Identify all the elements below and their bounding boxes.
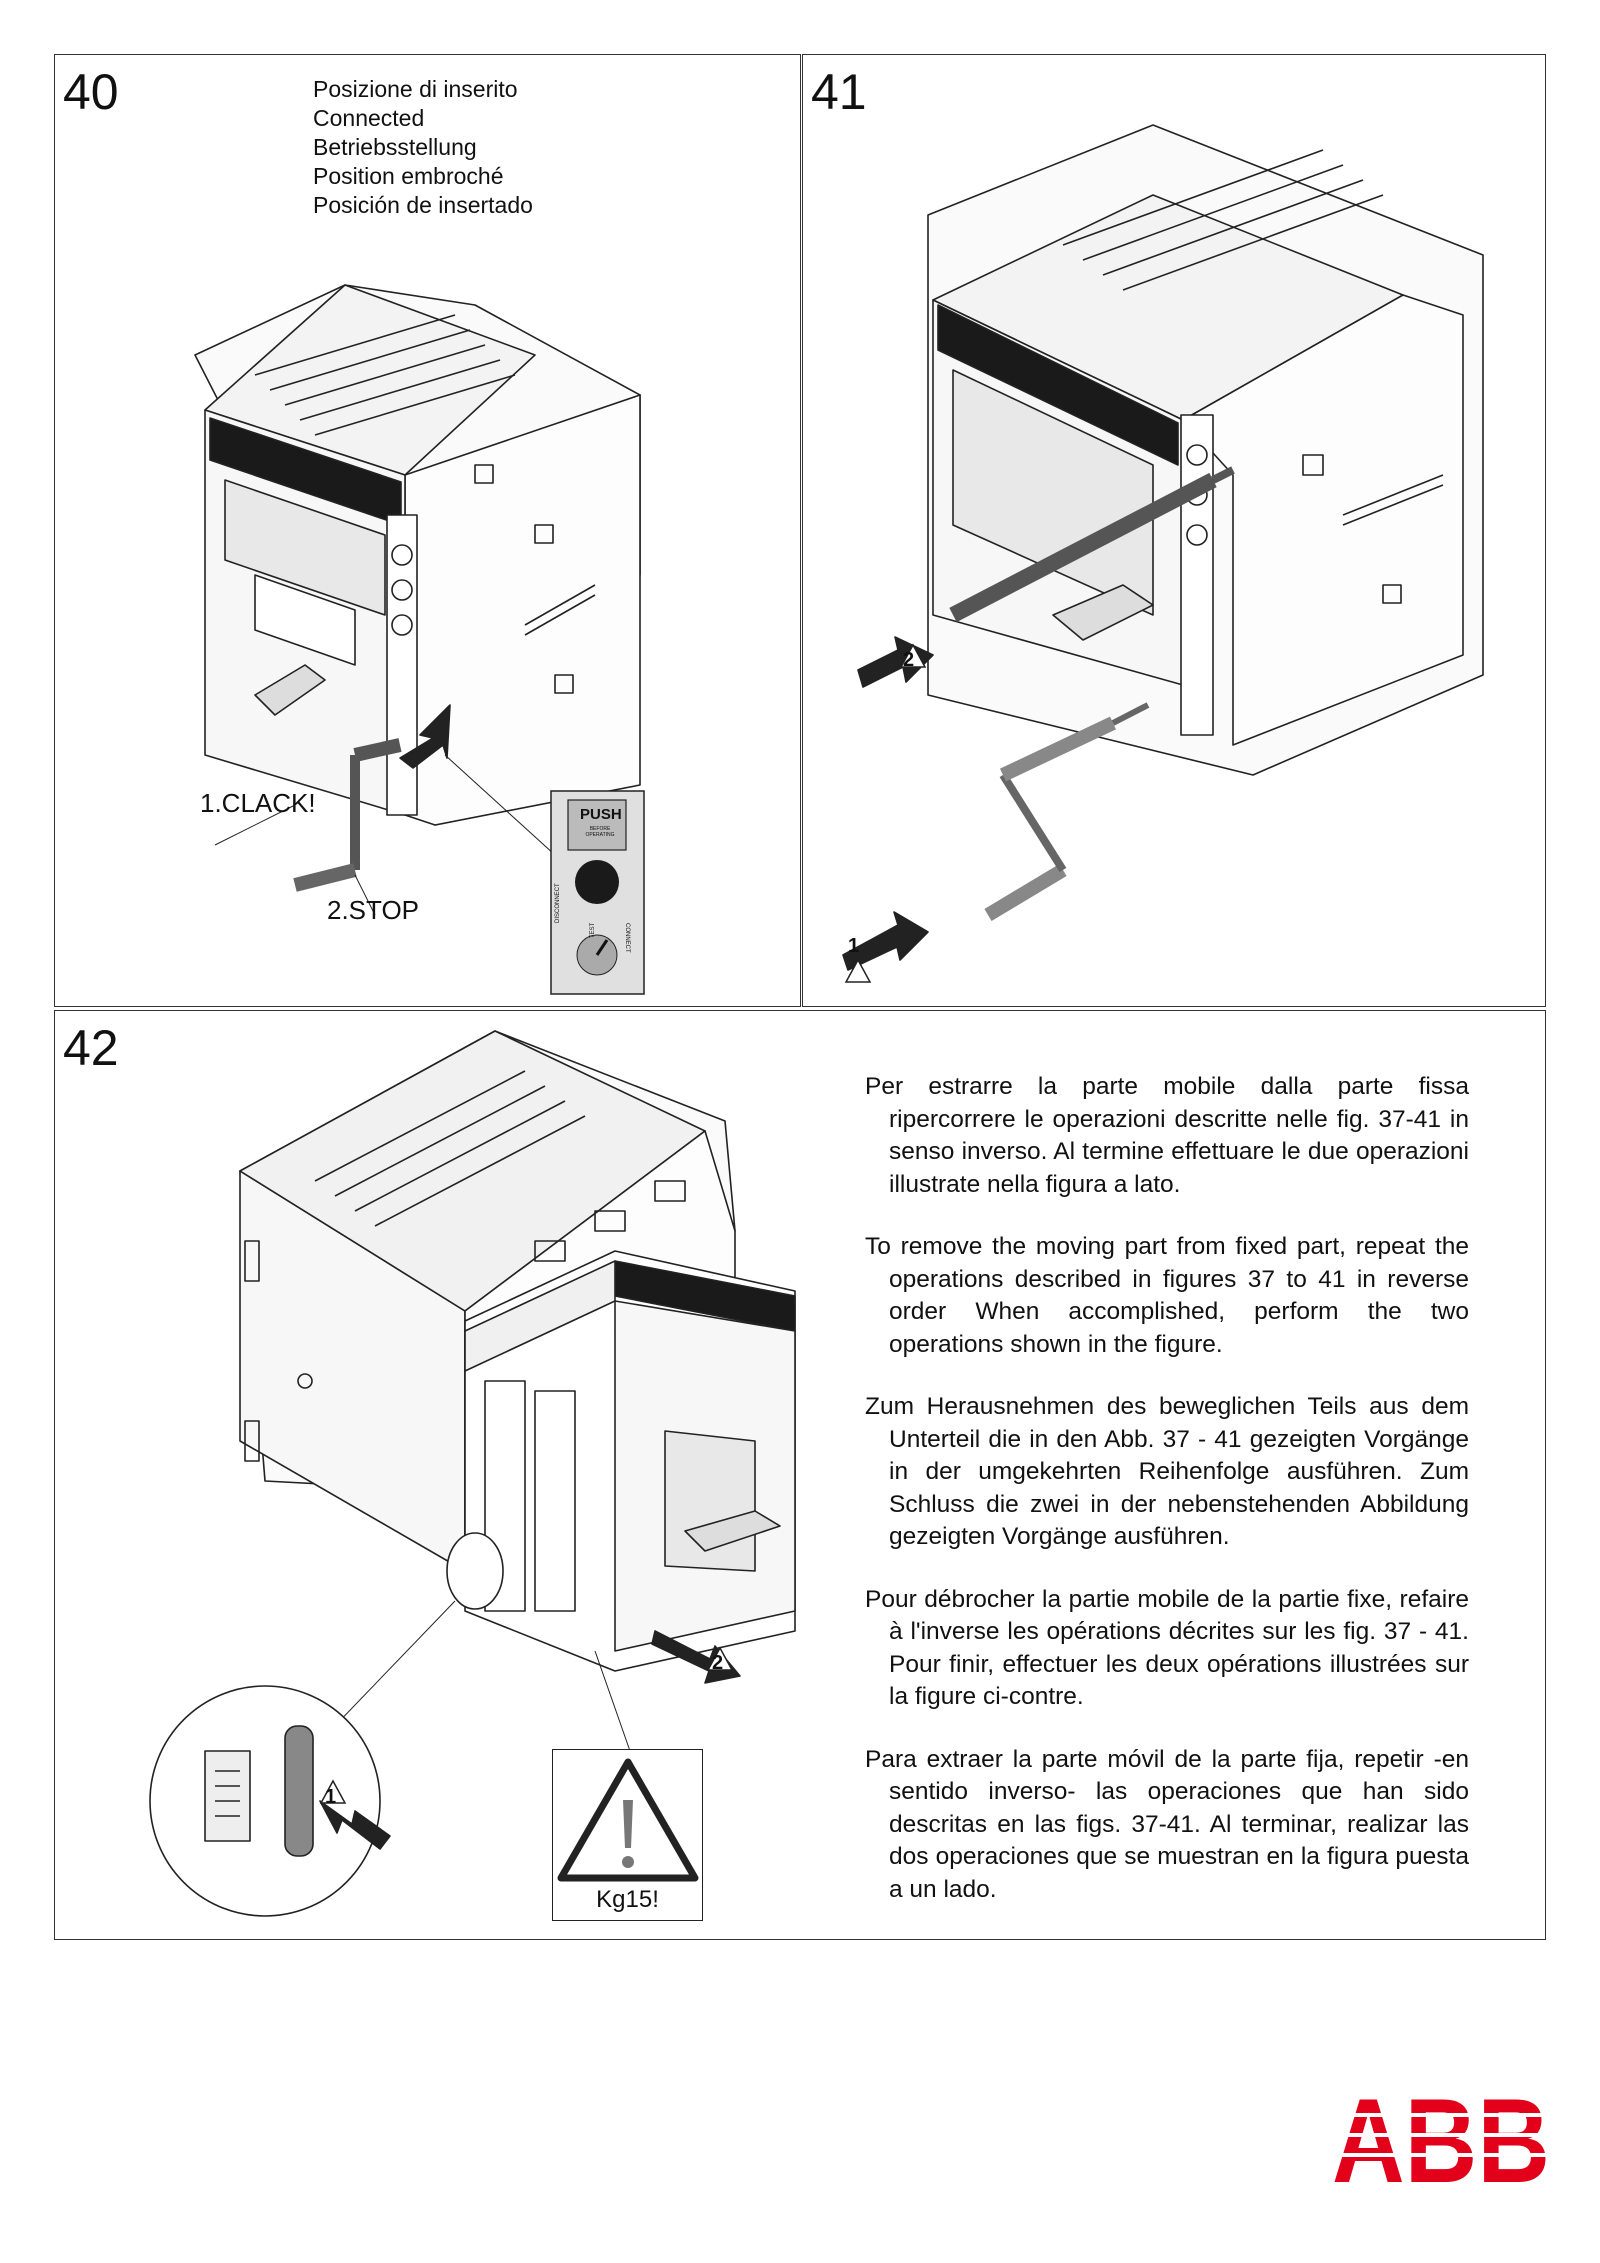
circuit-breaker-racking-drawing: [842, 124, 1484, 983]
label-spanish: Posición de insertado: [313, 192, 533, 218]
indicator-connect: CONNECT: [624, 923, 630, 953]
figure-42-panel: 42: [54, 1010, 1546, 1940]
label-french: Position embroché: [313, 163, 504, 189]
circuit-breaker-withdrawal-drawing: [149, 1030, 796, 1917]
indicator-disconnect: DISCONNECT: [555, 883, 561, 923]
instruction-spanish: Para extraer la parte móvil de la parte …: [865, 1745, 1469, 1903]
step-2-badge: 2: [903, 649, 915, 671]
figure-41-panel: 41: [802, 54, 1546, 1007]
push-button-sublabel: BEFORE OPERATING: [585, 826, 615, 838]
push-button-label: PUSH: [580, 806, 622, 823]
step-2-badge: 2: [712, 1652, 724, 1674]
instruction-english: To remove the moving part from fixed par…: [865, 1233, 1469, 1358]
step-1-badge: 1: [325, 1786, 337, 1808]
figure-number: 40: [63, 64, 119, 120]
position-labels: Posizione di inserito Connected Betriebs…: [313, 75, 533, 220]
instruction-german: Zum Herausnehmen des beweglichen Teils a…: [865, 1393, 1469, 1550]
abb-logo: ABB: [1330, 2074, 1552, 2208]
weight-label: Kg15!: [596, 1886, 659, 1913]
callout-stop: 2.STOP: [327, 895, 420, 925]
callout-clack: 1.CLACK!: [200, 788, 316, 818]
label-german: Betriebsstellung: [313, 134, 477, 160]
figure-40-panel: 40 Posizione di inserito Connected Betri…: [54, 54, 801, 1007]
weight-warning-box: Kg15!: [552, 1749, 703, 1921]
circuit-breaker-connected-drawing: [194, 284, 641, 916]
abb-logo-mark: ABB: [1330, 2074, 1552, 2208]
step-1-badge: 1: [848, 935, 860, 957]
label-english: Connected: [313, 105, 425, 131]
figure-number: 42: [63, 1020, 119, 1076]
instruction-italian: Per estrarre la parte mobile dalla parte…: [865, 1073, 1469, 1198]
abb-logo-text: ABB: [1332, 2090, 1550, 2190]
position-indicator-inset: [550, 790, 645, 995]
instruction-text: Per estrarre la parte mobile dalla parte…: [865, 1071, 1469, 1936]
warning-triangle-icon: [557, 1758, 699, 1882]
indicator-test: TEST: [590, 922, 596, 938]
instruction-french: Pour débrocher la partie mobile de la pa…: [865, 1585, 1469, 1711]
label-italian: Posizione di inserito: [313, 76, 518, 102]
figure-number: 41: [811, 64, 867, 120]
